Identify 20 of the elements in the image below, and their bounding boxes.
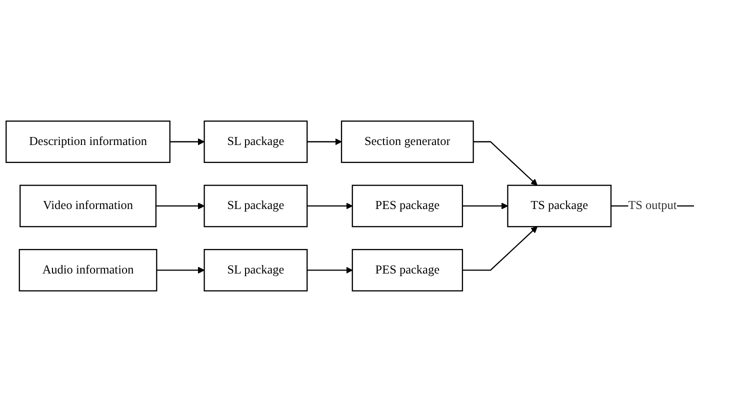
node-box: Video information (20, 184, 157, 227)
arrow (156, 202, 205, 209)
arrow (307, 138, 342, 145)
arrow (170, 138, 205, 145)
arrow (473, 140, 538, 186)
node-box: TS package (507, 184, 612, 227)
node-box: SL package (204, 184, 308, 227)
node-box: SL package (204, 248, 308, 291)
node-box: Section generator (340, 120, 474, 162)
node-box: Audio information (18, 248, 158, 291)
edge-label: TS output (628, 198, 677, 212)
node-box: PES package (352, 248, 464, 291)
node-box: SL package (204, 120, 308, 162)
node-box: Description information (6, 120, 170, 162)
arrow (307, 266, 353, 274)
arrow (156, 266, 205, 274)
arrow (462, 226, 538, 270)
arrow (462, 202, 508, 209)
arrow (307, 202, 353, 209)
node-box: PES package (352, 184, 464, 227)
